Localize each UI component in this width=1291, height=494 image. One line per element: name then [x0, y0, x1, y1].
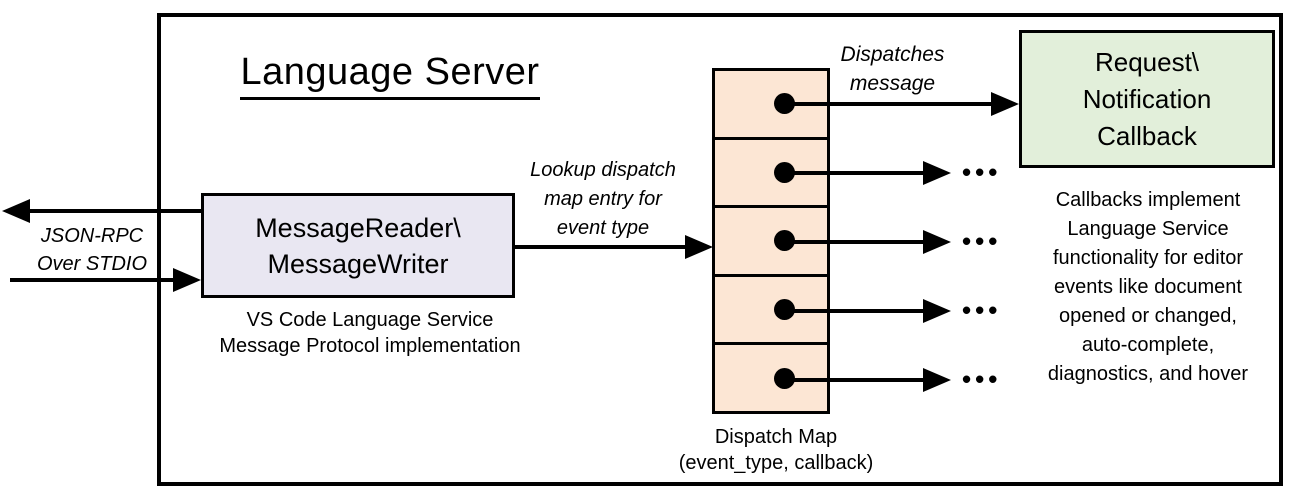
- dispatches-label-line2: message: [849, 72, 936, 95]
- page-title-text: Language Server: [240, 50, 540, 100]
- lookup-label-line3: event type: [556, 217, 650, 239]
- callback-caption-line: auto-complete,: [1081, 334, 1215, 356]
- lookup-label: Lookup dispatch map entry for event type: [513, 156, 693, 243]
- message-reader-writer-box: MessageReader\ MessageWriter: [201, 193, 515, 298]
- io-protocol-label: JSON-RPC Over STDIO: [22, 222, 162, 278]
- callback-caption-line: Callbacks implement: [1055, 189, 1241, 211]
- callback-box-line1: Request\: [1094, 46, 1200, 77]
- arrow-shaft: [785, 102, 993, 106]
- arrow-head-right-icon: [685, 235, 713, 259]
- arrow-shaft: [785, 171, 924, 175]
- request-notification-callback-box: Request\ Notification Callback: [1019, 30, 1275, 168]
- callback-caption-line: functionality for editor: [1052, 247, 1244, 269]
- dispatch-map-caption-line2: (event_type, callback): [678, 452, 874, 474]
- io-protocol-label-line2: Over STDIO: [36, 253, 147, 275]
- arrow-head-right-icon: [923, 230, 951, 254]
- reader-caption-line2: Message Protocol implementation: [219, 335, 521, 357]
- arrow-shaft: [785, 378, 924, 382]
- dispatch-map-entry: [715, 136, 827, 206]
- arrow-shaft: [785, 309, 924, 313]
- dispatch-map-entry: [715, 273, 827, 343]
- callback-caption-line: events like document: [1054, 276, 1242, 298]
- dispatches-message-label: Dispatches message: [810, 40, 975, 98]
- message-writer-label: MessageWriter: [267, 248, 449, 279]
- callback-box-line2: Notification: [1082, 83, 1212, 114]
- callback-caption-line: diagnostics, and hover: [1047, 363, 1249, 385]
- lookup-label-line2: map entry for: [544, 188, 662, 210]
- ellipsis-icon: •••: [962, 157, 1002, 187]
- arrow-head-left-icon: [2, 199, 30, 223]
- entry-dot-icon: [774, 230, 795, 252]
- entry-dot-icon: [774, 299, 795, 321]
- entry-dot-icon: [774, 161, 795, 183]
- page-title: Language Server: [218, 50, 562, 100]
- arrow-head-right-icon: [923, 299, 951, 323]
- reader-caption-line1: VS Code Language Service: [246, 309, 494, 331]
- message-reader-label: MessageReader\: [255, 212, 461, 243]
- arrow-head-right-icon: [923, 161, 951, 185]
- ellipsis-icon: •••: [962, 226, 1002, 256]
- callback-caption-line: opened or changed,: [1059, 305, 1237, 327]
- dispatch-map-caption-line1: Dispatch Map: [714, 426, 838, 448]
- dispatch-map-entry: [715, 205, 827, 274]
- arrow-head-right-icon: [923, 368, 951, 392]
- arrow-shaft: [785, 240, 924, 244]
- entry-dot-icon: [774, 367, 795, 389]
- dispatch-map-caption: Dispatch Map (event_type, callback): [646, 424, 906, 476]
- entry-dot-icon: [774, 93, 795, 115]
- ellipsis-icon: •••: [962, 364, 1002, 394]
- arrow-shaft: [10, 278, 175, 282]
- arrow-shaft: [26, 209, 201, 213]
- callback-caption-line: Language Service: [1067, 218, 1229, 240]
- io-protocol-label-line1: JSON-RPC: [40, 225, 144, 247]
- callback-box-line3: Callback: [1097, 120, 1197, 151]
- lookup-label-line1: Lookup dispatch: [530, 159, 676, 181]
- arrow-head-right-icon: [991, 92, 1019, 116]
- reader-caption: VS Code Language Service Message Protoco…: [190, 307, 550, 359]
- dispatch-map-entry: [715, 342, 827, 411]
- callback-caption: Callbacks implement Language Service fun…: [1028, 186, 1268, 389]
- dispatches-label-line1: Dispatches: [840, 43, 945, 66]
- arrow-shaft: [515, 245, 687, 249]
- arrow-head-right-icon: [173, 268, 201, 292]
- ellipsis-icon: •••: [962, 295, 1002, 325]
